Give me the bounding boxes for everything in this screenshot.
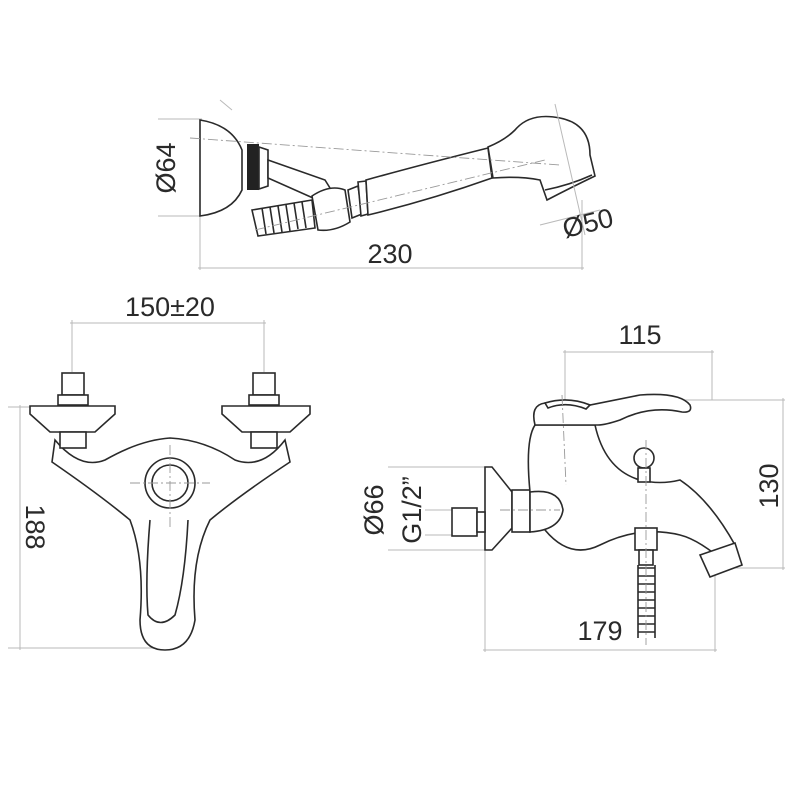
front-height-label: 188 [20,504,50,549]
head-diameter-label: Ø50 [559,203,616,244]
plate-diameter-label: Ø66 [359,484,389,535]
side-view-drawing [388,350,785,652]
front-view-drawing [8,320,311,651]
center-distance-label: 150±20 [125,292,215,322]
length-label: 230 [367,239,412,269]
thread-label: G1/2” [397,476,427,544]
bracket-diameter-label: Ø64 [151,142,181,193]
side-height-label: 130 [754,463,784,508]
hand-shower-drawing [158,99,601,270]
side-depth-label: 115 [618,320,661,350]
total-depth-label: 179 [577,616,622,646]
